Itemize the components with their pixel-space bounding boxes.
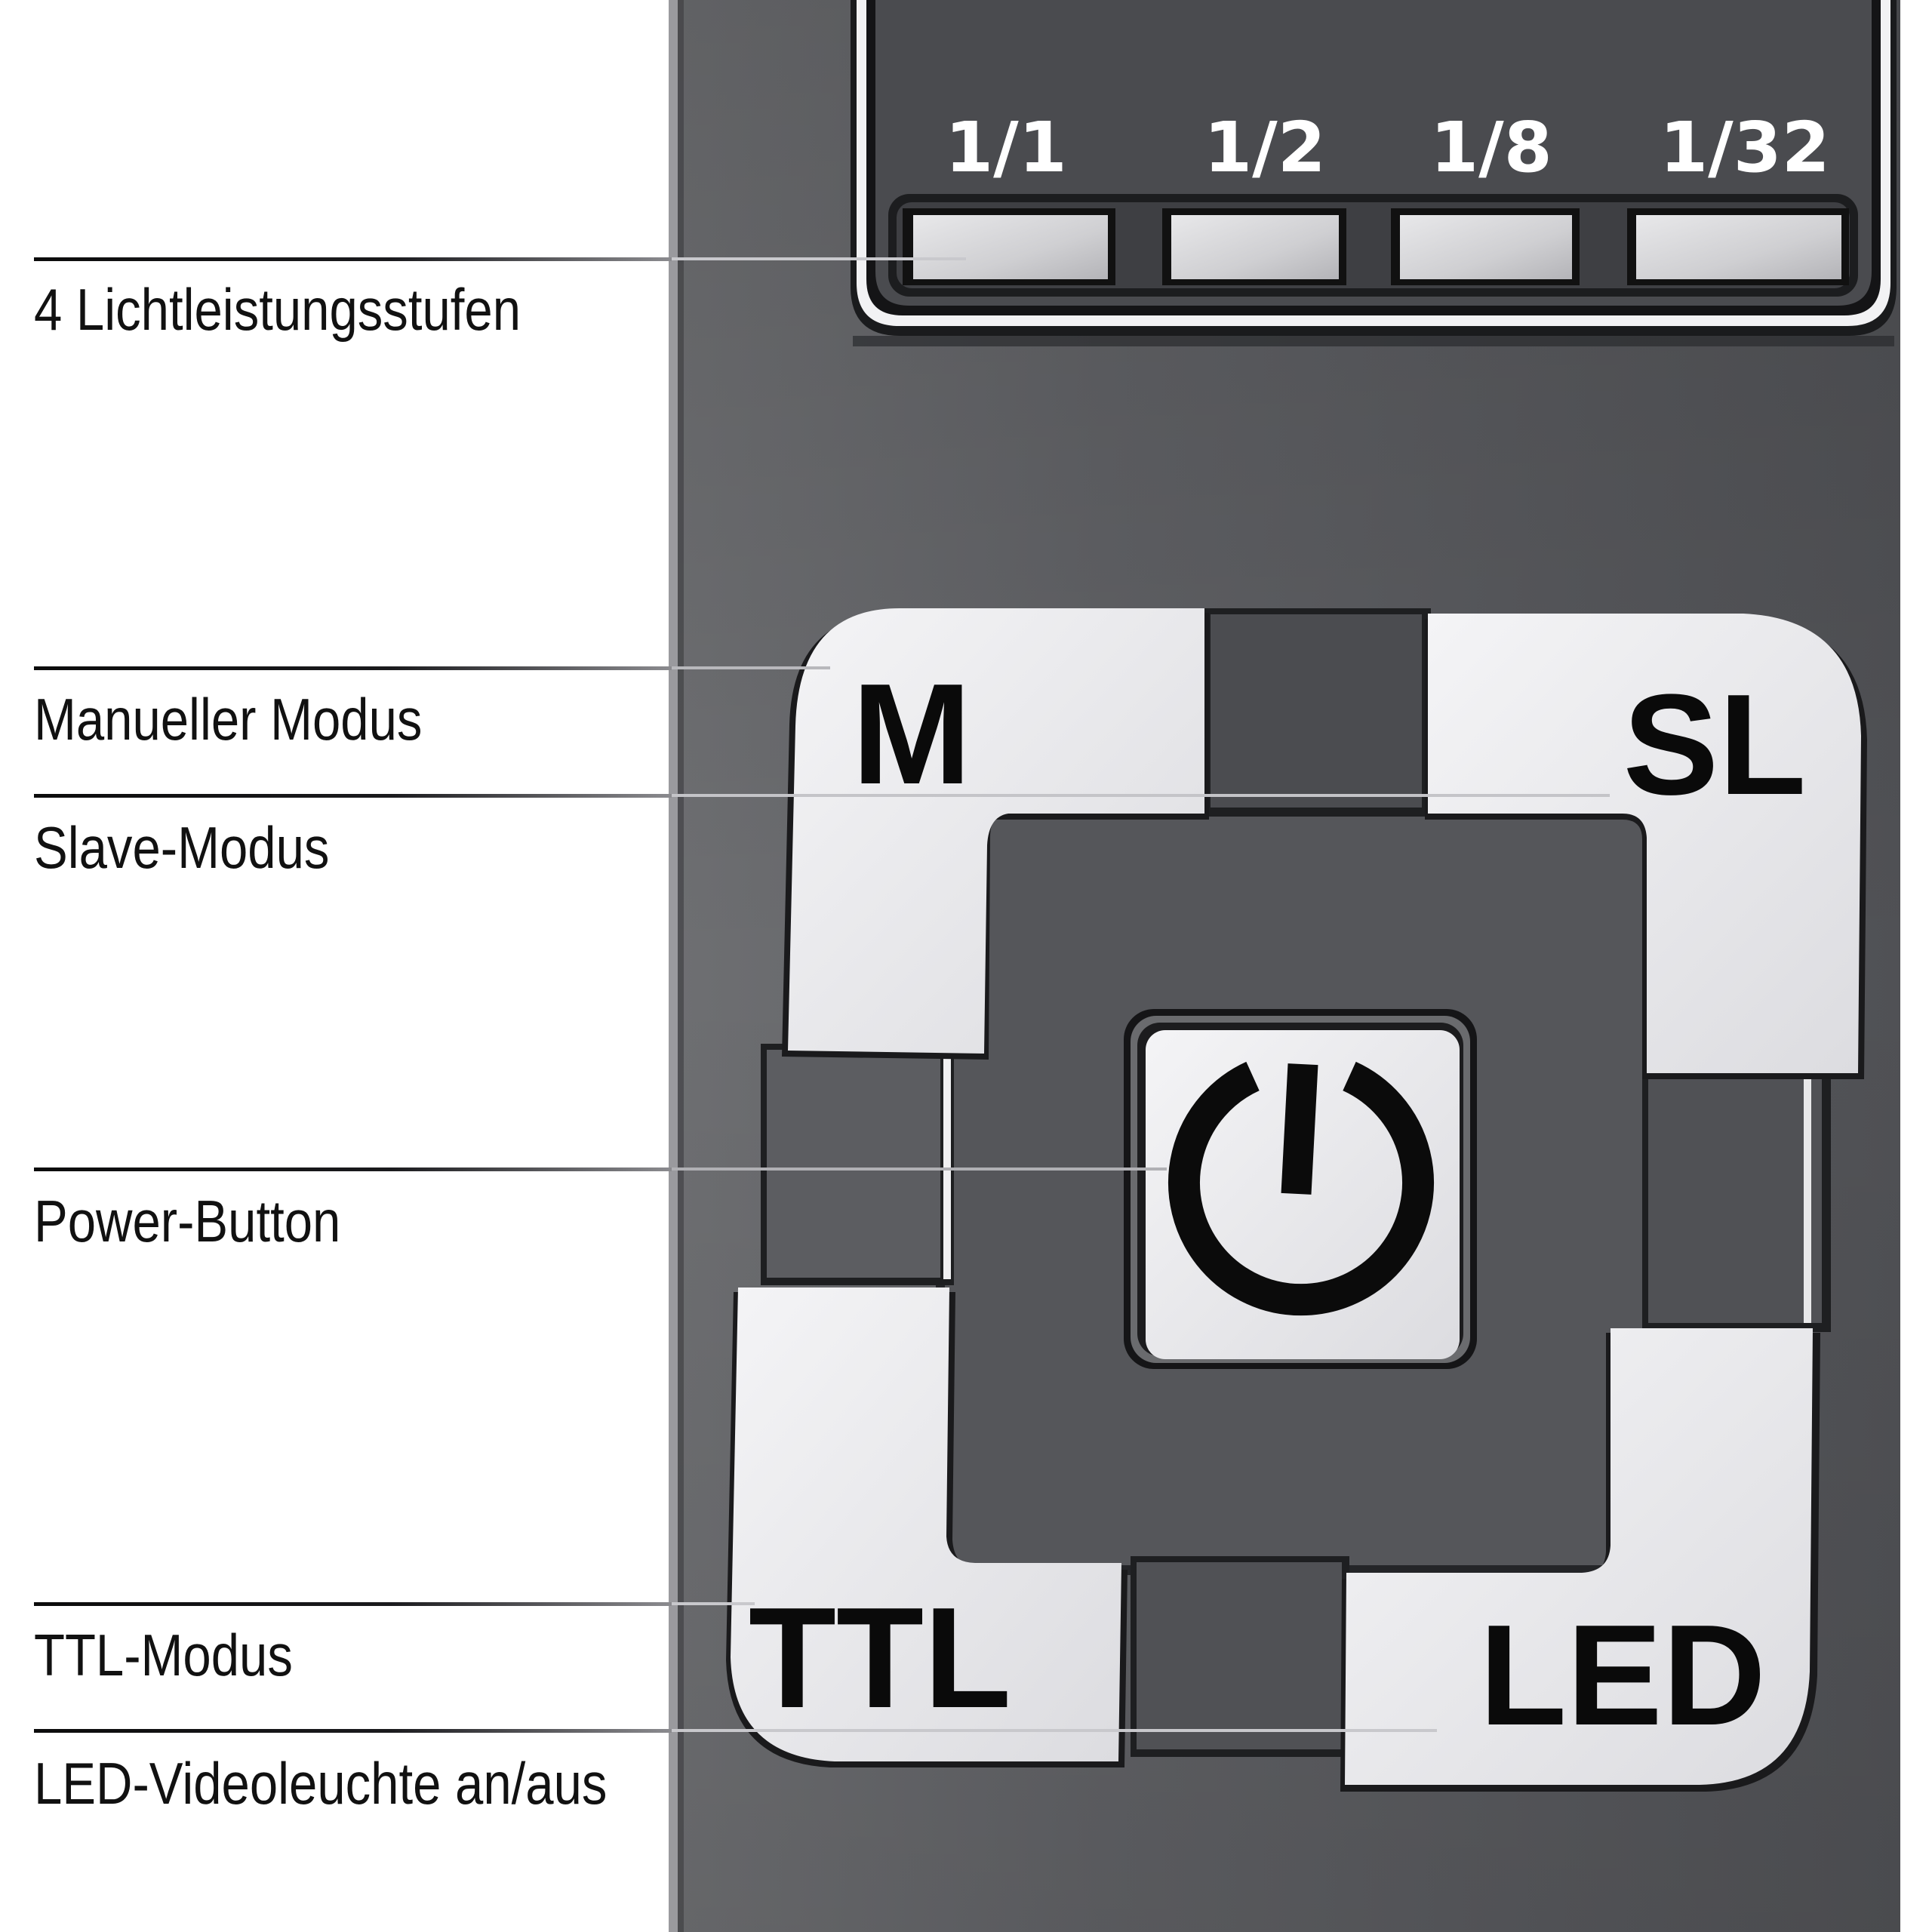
power-level-label-1-8: 1/8 (1430, 107, 1552, 188)
left-connector (761, 1044, 954, 1285)
mode-keypad: M SL TTL LED (726, 608, 1867, 1792)
bottom-connector (1131, 1556, 1349, 1757)
power-level-indicator-1-1 (903, 208, 1115, 285)
power-level-label-1-32: 1/32 (1660, 107, 1830, 188)
top-connector (1204, 608, 1431, 817)
led-video-light-label: LED (1479, 1595, 1766, 1755)
callout-light-output-levels: 4 Lichtleistungsstufen (34, 277, 521, 343)
power-button[interactable] (1124, 1009, 1477, 1369)
callout-labels: 4 Lichtleistungsstufen Manueller Modus S… (34, 277, 607, 1817)
slave-mode-label: SL (1623, 665, 1807, 825)
callout-ttl-mode: TTL-Modus (34, 1623, 293, 1688)
led-video-light-button[interactable]: LED (1340, 1328, 1820, 1792)
power-icon (1168, 1061, 1434, 1316)
power-level-indicator-1-2 (1162, 208, 1346, 285)
right-connector (1642, 1072, 1831, 1332)
ttl-mode-label: TTL (749, 1578, 1011, 1738)
ttl-mode-button[interactable]: TTL (726, 1287, 1128, 1767)
callout-manual-mode: Manueller Modus (34, 687, 422, 752)
slave-mode-button[interactable]: SL (1425, 614, 1867, 1079)
power-level-indicator-1-8 (1391, 208, 1580, 285)
power-level-display: 1/1 1/2 1/8 1/32 (851, 0, 1897, 346)
callout-lines (34, 257, 1610, 1733)
callout-power-button: Power-Button (34, 1189, 340, 1254)
callout-led-video-light: LED-Videoleuchte an/aus (34, 1751, 607, 1817)
manual-mode-label: M (852, 654, 971, 814)
callout-slave-mode: Slave-Modus (34, 815, 329, 881)
power-level-indicator-1-32 (1627, 208, 1849, 285)
power-level-label-1-2: 1/2 (1204, 107, 1326, 188)
manual-mode-button[interactable]: M (782, 608, 1209, 1060)
power-level-label-1-1: 1/1 (945, 107, 1067, 188)
